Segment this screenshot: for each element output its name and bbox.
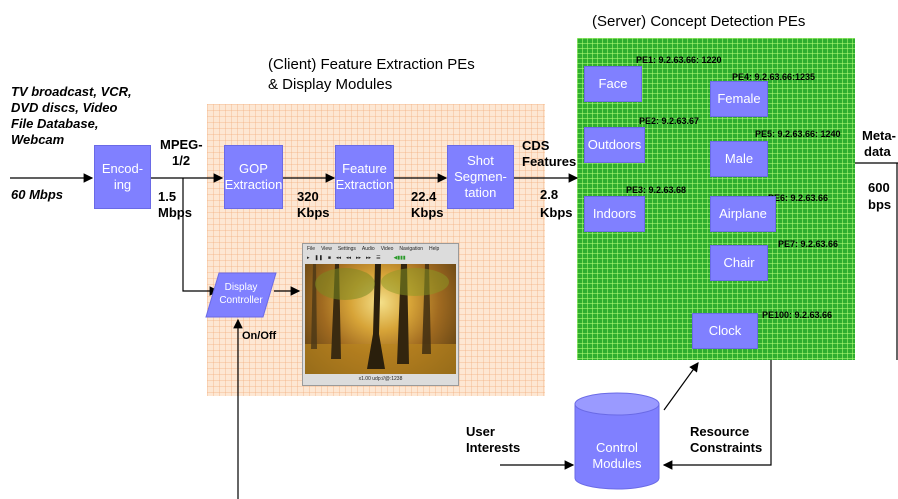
rate-320-line-1: 320	[297, 189, 319, 204]
control-modules-cylinder	[574, 392, 660, 490]
rewind-icon[interactable]: ◂◂	[335, 255, 341, 261]
player-statusbar: x1.00 udp://@:1238	[358, 376, 403, 382]
metadata-line-1: Meta-	[862, 128, 896, 143]
source-line-1: TV broadcast, VCR,	[11, 84, 132, 99]
player-menu-audio[interactable]: Audio	[361, 246, 375, 252]
display-controller-line-2: Controller	[219, 295, 263, 306]
volume-icon[interactable]: ◀▮▮▮	[393, 255, 406, 261]
user-interests-line-1: User	[466, 424, 495, 439]
player-menu-video[interactable]: Video	[380, 246, 394, 252]
player-menu-navigation[interactable]: Navigation	[399, 246, 424, 252]
pe-airplane-box: Airplane	[710, 196, 776, 232]
rate-320-line-2: Kbps	[297, 205, 330, 220]
player-menu-help[interactable]: Help	[429, 246, 440, 252]
gop-line-2: Extraction	[224, 177, 283, 192]
source-line-4: Webcam	[11, 132, 65, 147]
cds-line-2: Features	[522, 154, 577, 169]
metadata-rate-line-2: bps	[868, 197, 892, 212]
play-icon[interactable]: ▸	[307, 255, 310, 261]
source-line-2: DVD discs, Video	[11, 100, 118, 115]
feature-line-2: Extraction	[335, 177, 394, 192]
rate-15-line-1: 1.5	[158, 189, 177, 204]
rate-22-line-2: Kbps	[411, 205, 444, 220]
pe-clock-box: Clock	[692, 313, 758, 349]
pe4-address: PE4: 9.2.63.66:1235	[732, 72, 816, 82]
pe-airplane-label: Airplane	[719, 206, 767, 221]
player-menubar: File View Settings Audio Video Navigatio…	[303, 244, 458, 254]
pe-male-box: Male	[710, 141, 768, 177]
pe1-address: PE1: 9.2.63.66: 1220	[636, 55, 722, 65]
source-rate: 60 Mbps	[11, 187, 64, 202]
pe2-address: PE2: 9.2.63.67	[639, 116, 700, 126]
cds-rate-line-2: Kbps	[540, 205, 573, 220]
player-menu-settings[interactable]: Settings	[337, 246, 356, 252]
player-toolbar: ▸ ❚❚ ■ ◂◂ ◂◂ ▸▸ ▸▸ ☰ ◀▮▮▮	[303, 254, 458, 263]
feature-extraction-box: Feature Extraction	[335, 145, 394, 209]
pe7-address: PE7: 9.2.63.66	[778, 239, 839, 249]
media-player-window: File View Settings Audio Video Navigatio…	[302, 243, 459, 386]
player-menu-view[interactable]: View	[321, 246, 332, 252]
server-title: (Server) Concept Detection PEs	[592, 13, 806, 30]
display-controller-label: Display Controller	[212, 281, 270, 307]
pe-male-label: Male	[724, 151, 754, 166]
pe6-address: PE6: 9.2.63.66	[768, 193, 829, 203]
display-controller-line-1: Display	[224, 282, 258, 293]
client-title-line-2: & Display Modules	[268, 76, 393, 93]
pe-chair-box: Chair	[710, 245, 768, 281]
shot-line-1: Shot	[467, 153, 494, 168]
video-frame	[305, 264, 456, 374]
gop-extraction-box: GOP Extraction	[224, 145, 283, 209]
on-off-label: On/Off	[242, 330, 277, 342]
encoding-box: Encod-ing	[94, 145, 151, 209]
forest-image	[305, 264, 456, 374]
gop-line-1: GOP	[239, 161, 268, 176]
pe-clock-label: Clock	[708, 323, 742, 338]
control-modules-label: Control Modules	[573, 440, 661, 472]
mpeg-line-1: MPEG-	[160, 137, 203, 152]
display-controller-shape	[205, 272, 277, 318]
pe-outdoors-box: Outdoors	[584, 127, 645, 163]
pe100-address: PE100: 9.2.63.66	[762, 310, 833, 320]
pe-face-box: Face	[584, 66, 642, 102]
pe-outdoors-label: Outdoors	[587, 137, 642, 152]
rate-15-line-2: Mbps	[158, 205, 192, 220]
control-line-2: Modules	[592, 456, 642, 471]
resource-constraints-line-1: Resource	[690, 424, 750, 439]
shot-segmentation-box: Shot Segmen- tation	[447, 145, 514, 209]
resource-constraints-line-2: Constraints	[690, 440, 763, 455]
control-line-1: Control	[596, 440, 638, 455]
shot-line-2: Segmen-	[454, 169, 507, 184]
pe-chair-label: Chair	[723, 255, 755, 270]
rate-22-line-1: 22.4	[411, 189, 437, 204]
fast-forward-icon[interactable]: ▸▸	[366, 255, 372, 261]
mpeg-line-2: 1/2	[172, 153, 191, 168]
source-line-3: File Database,	[11, 116, 99, 131]
pe-indoors-box: Indoors	[584, 196, 645, 232]
player-menu-file[interactable]: File	[307, 246, 316, 252]
stop-icon[interactable]: ■	[327, 255, 331, 261]
metadata-rate-line-1: 600	[868, 180, 890, 195]
pe-female-box: Female	[710, 81, 768, 117]
pe3-address: PE3: 9.2.63.68	[626, 185, 687, 195]
cds-line-1: CDS	[522, 138, 550, 153]
next-icon[interactable]: ▸▸	[356, 255, 362, 261]
metadata-line-2: data	[864, 144, 891, 159]
pause-icon[interactable]: ❚❚	[314, 255, 323, 261]
pe5-address: PE5: 9.2.63.66: 1240	[755, 129, 841, 139]
shot-line-3: tation	[464, 185, 497, 200]
encoding-label: Encod-ing	[101, 161, 144, 192]
previous-icon[interactable]: ◂◂	[345, 255, 351, 261]
pe-female-label: Female	[717, 91, 761, 106]
user-interests-line-2: Interests	[466, 440, 521, 455]
pe-indoors-label: Indoors	[592, 206, 637, 221]
pe-face-label: Face	[598, 76, 628, 91]
cds-rate-line-1: 2.8	[540, 187, 559, 202]
playlist-icon[interactable]: ☰	[376, 255, 381, 261]
feature-line-1: Feature	[342, 161, 387, 176]
client-title-line-1: (Client) Feature Extraction PEs	[268, 56, 475, 73]
